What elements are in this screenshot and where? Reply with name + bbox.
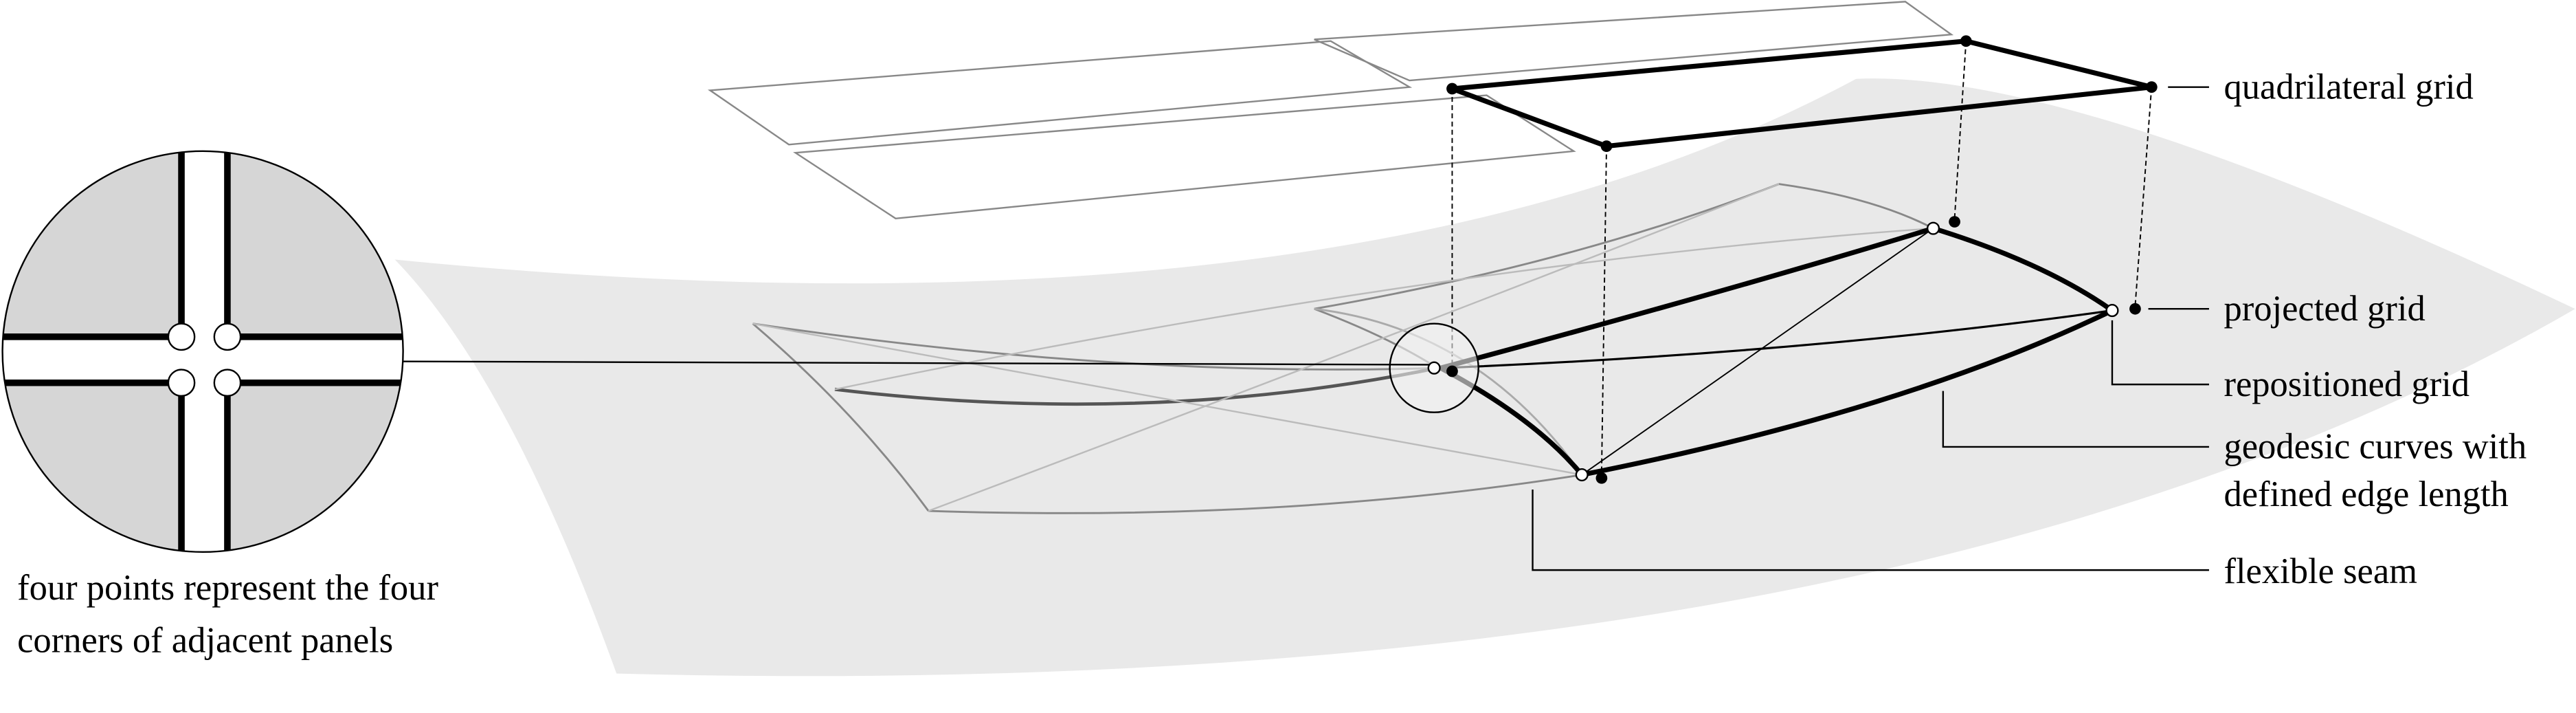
label-repositioned-grid: repositioned grid — [2224, 364, 2469, 404]
flat-panel — [1314, 1, 1954, 82]
curved-surface — [394, 78, 2575, 677]
inset-detail — [1, 150, 404, 553]
projected-grid-points — [1446, 216, 2141, 484]
label-quadrilateral-grid: quadrilateral grid — [2224, 67, 2473, 107]
flat-panel — [793, 94, 1576, 220]
inset-caption-line1: four points represent the four — [17, 568, 438, 608]
label-projected-grid: projected grid — [2224, 289, 2425, 329]
flat-panel — [707, 40, 1413, 146]
inset-caption-line2: corners of adjacent panels — [17, 621, 393, 661]
label-flexible-seam: flexible seam — [2224, 551, 2417, 591]
panel-corner-points — [167, 322, 242, 397]
inset-connector-line — [403, 360, 1429, 366]
label-geodesic-line1: geodesic curves with — [2224, 427, 2527, 467]
leader-lines — [1532, 86, 2209, 571]
label-geodesic-line2: defined edge length — [2224, 474, 2508, 514]
repositioned-grid-points — [1427, 221, 2119, 482]
flat-panels — [707, 1, 1954, 220]
projection-lines — [1451, 41, 2153, 474]
panel-edges — [2, 151, 403, 552]
geodesic-curves — [1440, 226, 2114, 478]
